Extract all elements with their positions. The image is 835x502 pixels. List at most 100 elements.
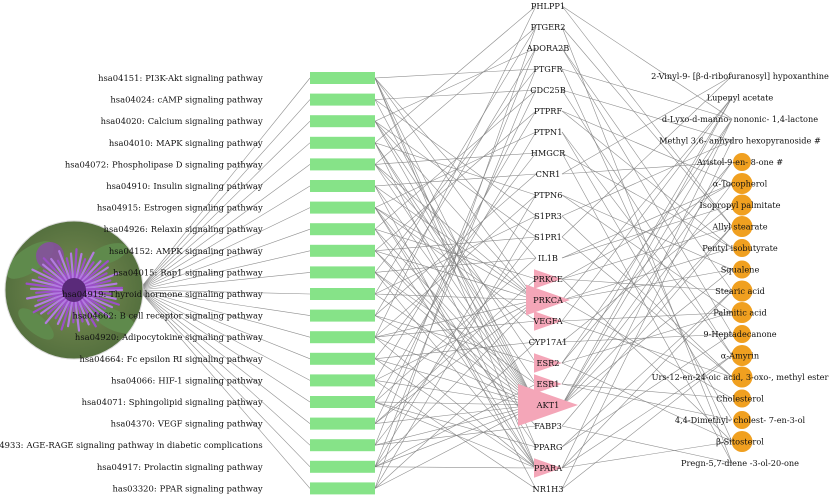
target-node[interactable]: ADORA2B: [526, 43, 570, 53]
pathway-node[interactable]: hsa04015:Rap1 signaling pathway: [113, 266, 375, 279]
pathway-node[interactable]: hsa04926:Relaxin signaling pathway: [104, 223, 375, 236]
compound-node[interactable]: 4,4-Dimethyl- cholest- 7-en-3-ol: [675, 411, 806, 429]
pathway-target-edge: [374, 99, 537, 217]
pathway-node-rect: [310, 352, 375, 365]
pathway-target-edge: [374, 68, 537, 467]
target-node[interactable]: CYP17A1: [529, 337, 568, 347]
target-compound-edge: [561, 269, 733, 406]
pathway-node[interactable]: hsa04662:B cell receptor signaling pathw…: [72, 309, 375, 322]
target-node[interactable]: CDC25B: [530, 85, 566, 95]
target-node[interactable]: CNR1: [536, 169, 561, 179]
target-node[interactable]: PRKCA: [526, 284, 570, 316]
pathway-target-edge: [374, 229, 537, 469]
target-compound-edge: [561, 131, 733, 356]
compound-node[interactable]: Aristol-9-en- 8-one #: [696, 153, 783, 171]
pathway-id: hsa04072: [65, 159, 106, 169]
pathway-node[interactable]: hsa04920:Adipocytokine signaling pathway: [75, 331, 375, 344]
target-node[interactable]: S1PR3: [534, 211, 562, 221]
compound-label: 4,4-Dimethyl- cholest- 7-en-3-ol: [675, 415, 806, 425]
target-node[interactable]: PPARG: [534, 442, 563, 452]
target-compound-edge: [561, 194, 733, 313]
compound-node-circle: [733, 411, 751, 429]
pathway-node[interactable]: hsa04664:Fc epsilon RI signaling pathway: [79, 352, 375, 365]
pathway-node[interactable]: hsa04071:Sphingolipid signaling pathway: [82, 396, 375, 408]
target-node[interactable]: NR1H3: [533, 484, 564, 494]
pathway-node[interactable]: hsa04151:PI3K-Akt signaling pathway: [98, 72, 375, 84]
compound-label: 2-Vinyl-9- [β-d-ribofuranosyl] hypoxanth…: [651, 71, 829, 81]
compound-label: Urs-12-en-24-oic acid, 3-oxo-, methyl es…: [652, 372, 829, 382]
pathway-name: Prolactin signaling pathway: [144, 462, 263, 472]
target-node-triangle: [534, 458, 562, 478]
pathway-node[interactable]: hsa04917:Prolactin signaling pathway: [97, 460, 375, 473]
pathway-target-edge: [374, 26, 537, 489]
compound-node[interactable]: Lupenyl acetate: [707, 93, 774, 103]
pathway-label: hsa04915:Estrogen signaling pathway: [97, 203, 263, 213]
pathway-node[interactable]: hsa04910:Insulin signaling pathway: [106, 180, 375, 192]
pathway-node[interactable]: hsa04152:AMPK signaling pathway: [109, 244, 375, 257]
compound-node[interactable]: Palmitic acid: [713, 302, 767, 323]
compound-node[interactable]: Cholesterol: [716, 389, 764, 408]
pathway-node[interactable]: hsa04020:Calcium signaling pathway: [101, 115, 375, 128]
pathway-target-edge: [374, 89, 537, 100]
pathway-node[interactable]: hsa04933:AGE-RAGE signaling pathway in d…: [0, 439, 375, 452]
target-compound-edge: [561, 68, 733, 442]
compound-node[interactable]: α-Tocopherol: [713, 173, 768, 194]
pathway-node[interactable]: hsa04915:Estrogen signaling pathway: [97, 201, 375, 214]
target-label: CDC25B: [530, 85, 566, 95]
compound-node[interactable]: Pentyl isobutyrate: [702, 239, 778, 257]
compound-node[interactable]: 2-Vinyl-9- [β-d-ribofuranosyl] hypoxanth…: [651, 71, 829, 81]
pathway-label: hsa04919:Thyroid hormone signaling pathw…: [62, 289, 263, 299]
pathway-node-rect: [310, 417, 375, 430]
target-node[interactable]: PTPN6: [534, 190, 563, 200]
pathway-node[interactable]: hsa04919:Thyroid hormone signaling pathw…: [62, 288, 375, 300]
target-node[interactable]: IL1B: [538, 253, 558, 263]
compound-node[interactable]: Isopropyl palmitate: [700, 194, 781, 216]
target-node[interactable]: ESR1: [534, 374, 562, 394]
target-node[interactable]: PPARA: [534, 458, 562, 478]
compound-node[interactable]: Allyl stearate: [711, 216, 768, 237]
target-label: S1PR3: [534, 211, 562, 221]
pathway-node[interactable]: hsa04370:VEGF signaling pathway: [111, 417, 375, 430]
target-node[interactable]: VEGFA: [532, 311, 563, 331]
compound-node[interactable]: Methyl 3,6- anhydro hexopyranoside #: [659, 136, 821, 146]
compound-node[interactable]: β-Sitosterol: [716, 431, 764, 452]
compound-label: d-Lyxo-d-manno- nononic- 1,4-lactone: [662, 114, 818, 124]
target-node-triangle: [534, 269, 562, 289]
target-node[interactable]: AKT1: [518, 384, 578, 426]
pathway-node[interactable]: hsa04010:MAPK signaling pathway: [109, 136, 375, 149]
target-label: PTGER2: [531, 22, 566, 32]
pathway-target-edge: [374, 120, 537, 301]
target-node[interactable]: PTGER2: [531, 22, 566, 32]
pathway-target-edge: [374, 26, 537, 165]
pathway-name: Rap1 signaling pathway: [160, 267, 263, 277]
pathway-node[interactable]: has03320:PPAR signaling pathway: [112, 482, 375, 495]
pathway-node[interactable]: hsa04066:HIF-1 signaling pathway: [111, 374, 375, 387]
target-node[interactable]: PTGFR: [533, 64, 563, 74]
compound-node[interactable]: α-Amyrin: [721, 345, 760, 366]
compound-node[interactable]: 9-Heptadecanone: [703, 325, 777, 343]
target-node[interactable]: PRKCE: [533, 269, 563, 289]
target-node[interactable]: FABP3: [534, 421, 562, 431]
compound-node[interactable]: Stearic acid: [715, 280, 765, 302]
compound-node[interactable]: Squalene: [721, 260, 760, 279]
pathway-target-edge: [374, 215, 537, 489]
target-node[interactable]: PTPN1: [534, 127, 563, 137]
target-label: S1PR1: [534, 232, 562, 242]
target-compound-edge: [561, 97, 733, 406]
target-node[interactable]: PHLPP1: [531, 1, 565, 11]
compound-node[interactable]: d-Lyxo-d-manno- nononic- 1,4-lactone: [662, 114, 818, 124]
target-node[interactable]: S1PR1: [534, 232, 562, 242]
pathway-target-edge: [374, 336, 537, 406]
target-node[interactable]: PTPRF: [534, 106, 563, 116]
target-node[interactable]: ESR2: [534, 353, 562, 373]
target-node[interactable]: HMGCR: [531, 148, 566, 158]
pathway-node[interactable]: hsa04072:Phospholipase D signaling pathw…: [65, 158, 375, 171]
compound-node[interactable]: Pregn-5,7-diene -3-ol-20-one: [681, 458, 799, 468]
pathway-name: MAPK signaling pathway: [156, 138, 263, 148]
pathway-node[interactable]: hsa04024:cAMP signaling pathway: [110, 93, 375, 106]
pathway-target-edge: [374, 236, 537, 446]
target-label: NR1H3: [533, 484, 564, 494]
compound-node[interactable]: Urs-12-en-24-oic acid, 3-oxo-, methyl es…: [652, 366, 829, 388]
target-label: PPARG: [534, 442, 563, 452]
